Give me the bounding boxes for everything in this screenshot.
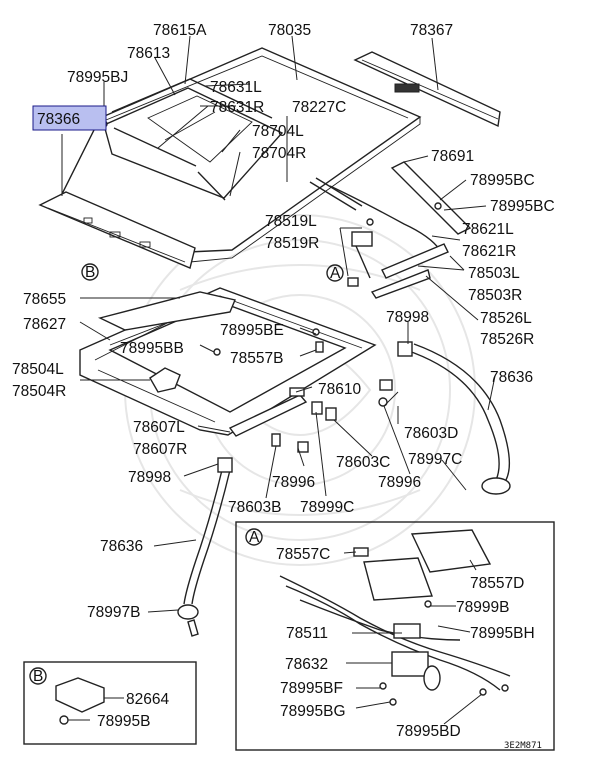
label-78997B: 78997B <box>87 604 140 621</box>
label-78367: 78367 <box>410 22 453 39</box>
callout-a-box-letter: A <box>249 529 260 546</box>
label-78995BD: 78995BD <box>396 723 461 740</box>
bracket-78504 <box>149 367 181 393</box>
label-78627: 78627 <box>23 316 66 333</box>
label-78526L: 78526L <box>480 310 532 327</box>
trim-78607 <box>228 394 308 437</box>
label-78691: 78691 <box>431 148 474 165</box>
label-78999B: 78999B <box>456 599 509 616</box>
rear-rail-78367 <box>353 51 501 128</box>
weatherstrip-78613 <box>111 78 273 201</box>
callout-b-box-letter: B <box>33 668 43 685</box>
label-78227C: 78227C <box>292 99 346 116</box>
label-78511: 78511 <box>286 625 328 642</box>
label-78607R: 78607R <box>133 441 187 458</box>
label-78631R: 78631R <box>210 99 264 116</box>
callout-b-marker <box>81 263 99 281</box>
label-78636-a: 78636 <box>490 369 533 386</box>
guide-rail-78503 <box>381 243 449 279</box>
front-rail-78366 <box>38 191 196 269</box>
label-78610: 78610 <box>318 381 361 398</box>
bracket-78519 <box>347 231 373 287</box>
watermark-seal <box>124 214 476 566</box>
drain-hose-78636-right <box>397 341 511 495</box>
label-78613: 78613 <box>127 45 170 62</box>
label-78999C: 78999C <box>300 499 354 516</box>
label-78632: 78632 <box>285 656 328 673</box>
callout-a-marker <box>326 264 344 282</box>
callout-letters: B A A B <box>33 264 341 685</box>
label-78519L: 78519L <box>265 213 317 230</box>
label-78503L: 78503L <box>468 265 520 282</box>
label-78704R: 78704R <box>252 145 306 162</box>
label-78995BC-b: 78995BC <box>490 198 555 215</box>
label-78557B: 78557B <box>230 350 283 367</box>
drain-channel-78655 <box>97 291 236 331</box>
label-78998-a: 78998 <box>386 309 429 326</box>
part-labels: 78615A 78035 78367 78613 78995BJ 78631L … <box>12 22 555 740</box>
diagram-code: 3E2M871 <box>504 741 542 751</box>
guide-rail-78526 <box>370 269 431 299</box>
label-78995BC-a: 78995BC <box>470 172 535 189</box>
label-78995BH: 78995BH <box>470 625 535 642</box>
label-78998-b: 78998 <box>128 469 171 486</box>
label-78603D: 78603D <box>404 425 458 442</box>
label-78366: 78366 <box>37 111 80 128</box>
callout-a-letter: A <box>330 265 341 282</box>
label-78035: 78035 <box>268 22 311 39</box>
label-78996-a: 78996 <box>272 474 315 491</box>
label-78995BG: 78995BG <box>280 703 346 720</box>
label-78503R: 78503R <box>468 287 522 304</box>
strip-78227C <box>309 177 363 211</box>
label-78995BJ: 78995BJ <box>67 69 128 86</box>
label-78995BF: 78995BF <box>280 680 343 697</box>
label-78621L: 78621L <box>462 221 514 238</box>
label-78603B: 78603B <box>228 499 281 516</box>
label-78636-b: 78636 <box>100 538 143 555</box>
label-78996-b: 78996 <box>378 474 421 491</box>
label-78997C: 78997C <box>408 451 462 468</box>
label-78557C: 78557C <box>276 546 330 563</box>
label-78655: 78655 <box>23 291 66 308</box>
highlight-box-78366 <box>32 105 107 131</box>
label-78995B: 78995B <box>97 713 150 730</box>
label-78995BB: 78995BB <box>120 340 184 357</box>
label-78603C: 78603C <box>336 454 390 471</box>
label-78526R: 78526R <box>480 331 534 348</box>
label-78557D: 78557D <box>470 575 524 592</box>
cable-78621 <box>329 185 441 251</box>
label-78607L: 78607L <box>133 419 185 436</box>
label-78615A: 78615A <box>153 22 207 39</box>
label-78621R: 78621R <box>462 243 516 260</box>
label-78995BE: 78995BE <box>220 322 284 339</box>
leader-lines <box>61 35 496 725</box>
detail-box-b <box>23 661 197 745</box>
label-82664: 82664 <box>126 691 169 708</box>
label-78519R: 78519R <box>265 235 319 252</box>
detail-box-a <box>235 521 555 751</box>
label-78504L: 78504L <box>12 361 64 378</box>
side-rail-78691 <box>390 161 472 235</box>
label-78504R: 78504R <box>12 383 66 400</box>
drain-hose-78636-left <box>177 457 233 637</box>
label-78631L: 78631L <box>210 79 262 96</box>
callout-b-letter: B <box>85 264 95 281</box>
label-78704L: 78704L <box>252 123 304 140</box>
